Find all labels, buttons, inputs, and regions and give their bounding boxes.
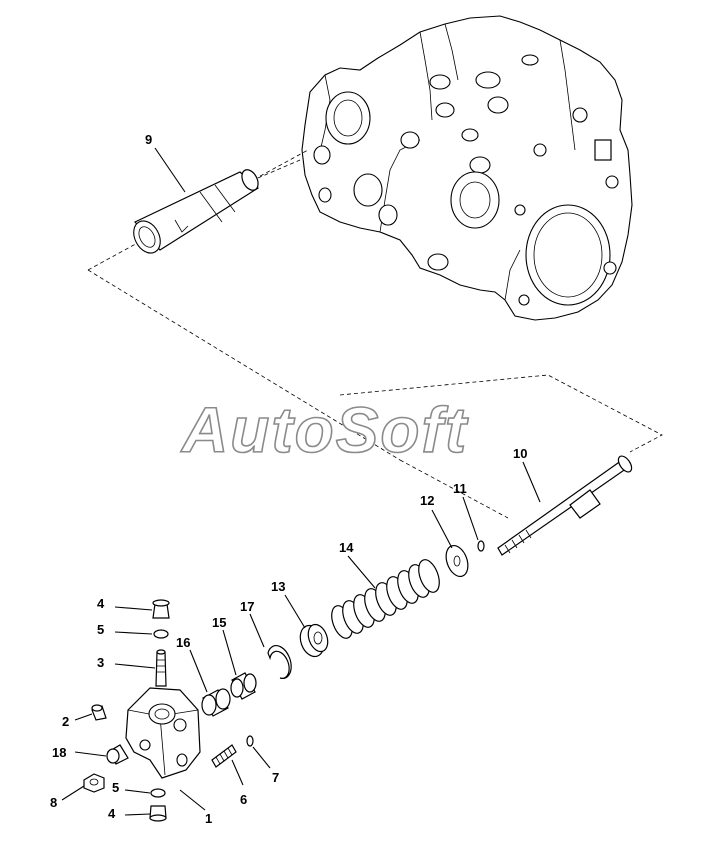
part-1-valve-body (125, 687, 206, 811)
callout-9: 9 (145, 132, 152, 147)
callout-8: 8 (50, 795, 57, 810)
part-3-valve-plunger (114, 649, 167, 687)
callout-6: 6 (240, 792, 247, 807)
callout-4-top: 4 (97, 596, 105, 611)
part-16-bushing (189, 649, 231, 717)
callout-5-top: 5 (97, 622, 104, 637)
callout-15: 15 (212, 615, 226, 630)
callout-14: 14 (339, 540, 354, 555)
part-17-snap-ring (249, 613, 292, 680)
callout-12: 12 (420, 493, 434, 508)
part-13-spring-seat (284, 594, 329, 658)
callout-4-bottom: 4 (108, 806, 116, 821)
callout-10: 10 (513, 446, 527, 461)
part-12-washer (431, 509, 469, 578)
pump-housing (301, 15, 633, 321)
installation-guide-lines (87, 149, 663, 519)
part-4-top-plug (114, 599, 170, 619)
watermark-text: AutoSoft (180, 394, 469, 466)
callout-16: 16 (176, 635, 190, 650)
part-8-nut (61, 773, 105, 801)
callout-labels: 9 10 11 12 14 13 17 15 16 4 5 3 2 18 8 5… (50, 132, 527, 826)
part-5-bottom-o-ring (124, 788, 166, 798)
part-14-spring (331, 555, 440, 639)
callout-11: 11 (453, 481, 467, 496)
part-9-sleeve (133, 147, 259, 254)
part-5-top-o-ring (114, 629, 169, 639)
part-4-bottom-plug (124, 805, 167, 822)
callout-2: 2 (62, 714, 69, 729)
part-18-fitting (74, 744, 129, 765)
part-7-ring (246, 735, 271, 769)
part-11-small-ring (462, 496, 485, 552)
callout-1: 1 (205, 811, 212, 826)
callout-3: 3 (97, 655, 104, 670)
callout-18: 18 (52, 745, 66, 760)
callout-13: 13 (271, 579, 285, 594)
part-15-collar (222, 629, 257, 700)
callout-7: 7 (272, 770, 279, 785)
part-10-spool (497, 455, 633, 556)
part-2-plug (74, 704, 107, 721)
part-6-spring (211, 744, 244, 786)
callout-17: 17 (240, 599, 254, 614)
callout-5-bottom: 5 (112, 780, 119, 795)
